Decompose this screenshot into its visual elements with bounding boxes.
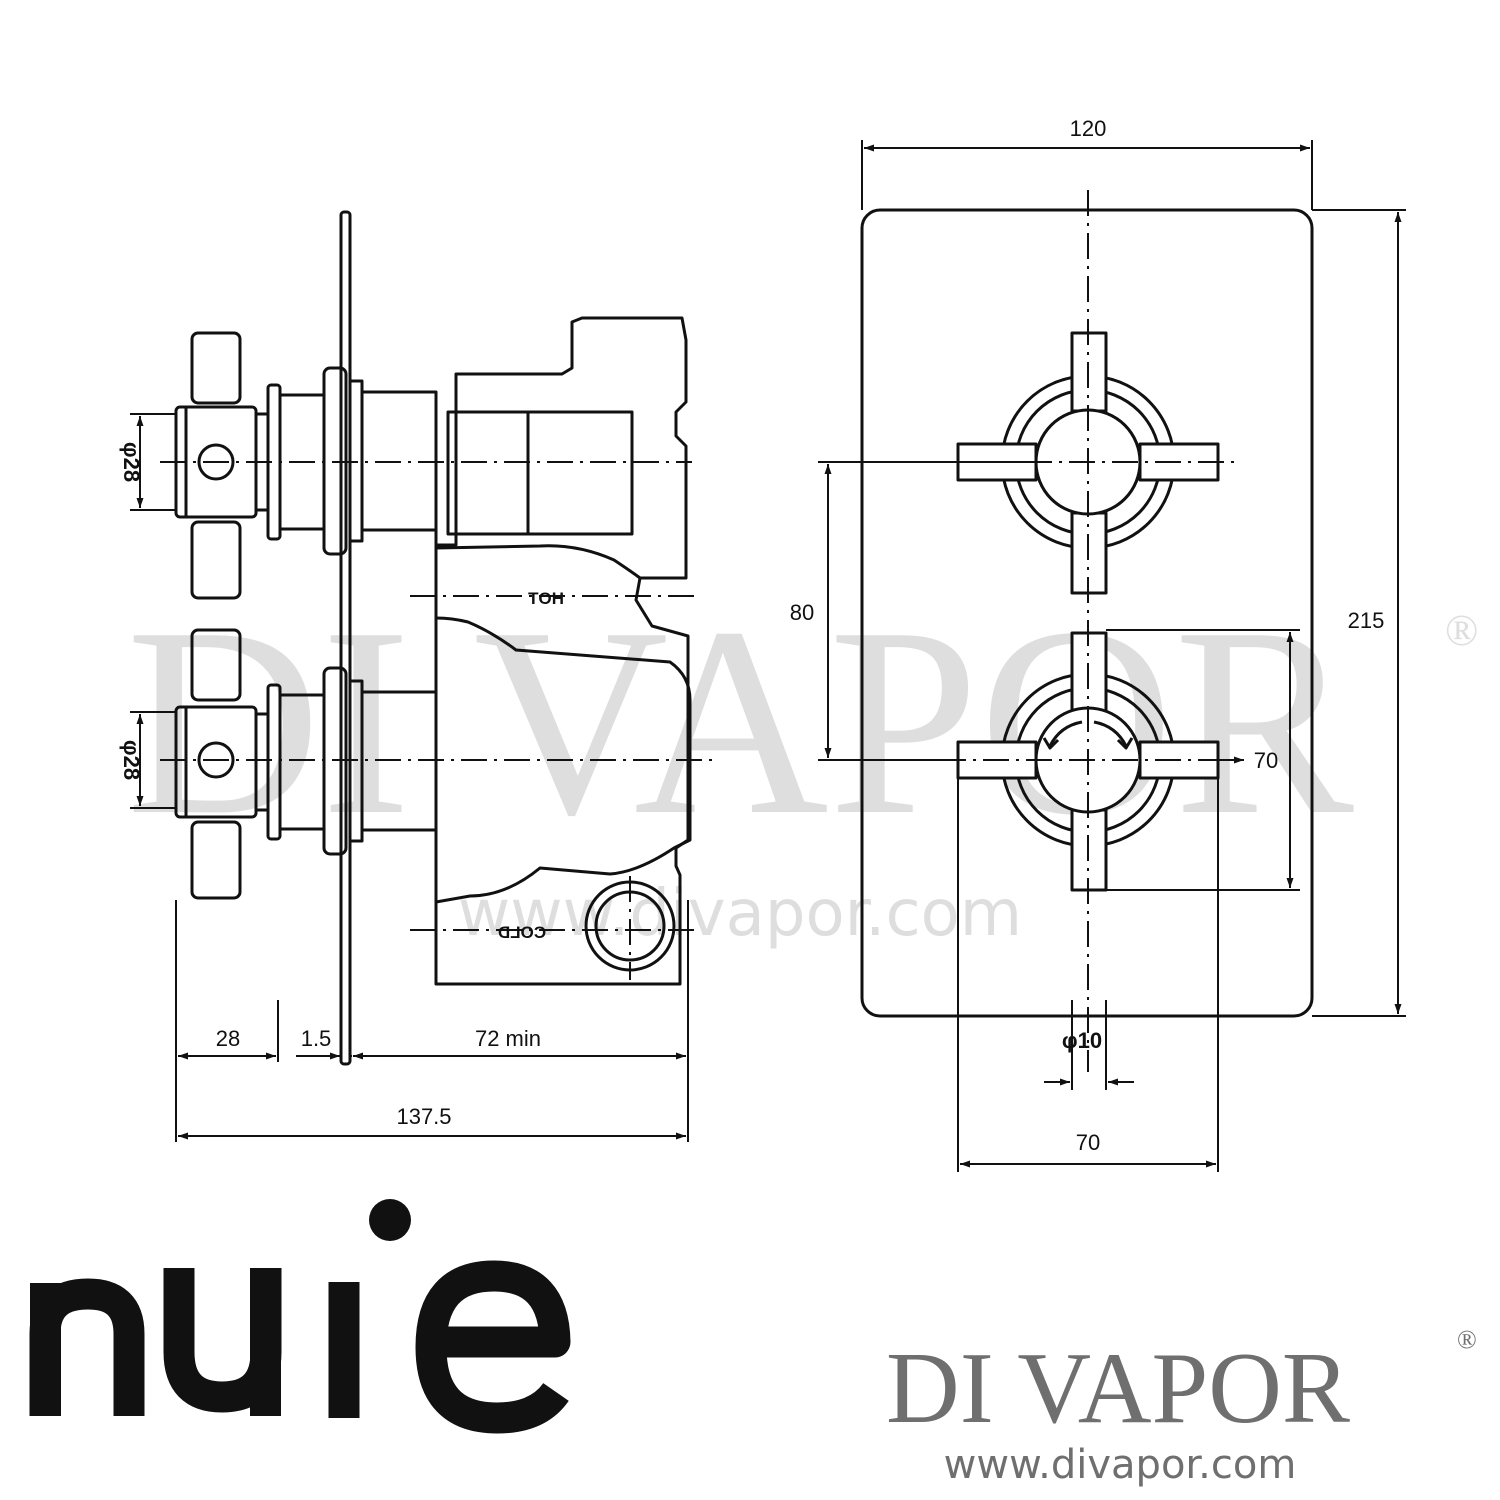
nuie-logo-dot xyxy=(369,1199,411,1241)
watermark-registered-mark: ® xyxy=(1445,606,1478,655)
nuie-logo-stem-left xyxy=(30,1283,61,1416)
divapor-logo: DI VAPOR xyxy=(886,1332,1350,1445)
valve-diverter-chamber xyxy=(435,544,641,580)
dim-plate-width: 120 xyxy=(1070,116,1107,141)
dim-plate-thickness: 1.5 xyxy=(301,1026,332,1051)
dim-handle-dia-top: φ28 xyxy=(119,442,144,482)
valve-body-outline xyxy=(434,316,690,986)
nuie-logo-text: nuie xyxy=(300,1424,302,1426)
dim-handle-span-vertical: 70 xyxy=(1254,748,1278,773)
nuie-logo xyxy=(29,1260,571,1434)
dim-handle-span-horizontal: 70 xyxy=(1076,1130,1100,1155)
side-dimensions xyxy=(130,413,689,1142)
divapor-registered-mark: ® xyxy=(1457,1325,1477,1354)
dim-handle-depth: 28 xyxy=(216,1026,240,1051)
nuie-logo-stem-u xyxy=(250,1268,281,1416)
cold-label: COLD xyxy=(498,923,546,942)
valve-cartridge-top xyxy=(446,410,634,536)
front-dimensions xyxy=(818,140,1406,1172)
hot-label: HOT xyxy=(527,589,564,608)
top-handle-side xyxy=(174,331,438,600)
watermark-website: www.divapor.com xyxy=(458,877,1022,951)
dim-body-depth: 72 min xyxy=(475,1026,541,1051)
dim-handle-spacing: 80 xyxy=(790,600,814,625)
dim-handle-dia-bottom: φ28 xyxy=(119,740,144,780)
watermark-text: DI VAPOR xyxy=(126,572,1355,871)
dim-spindle-dia: φ10 xyxy=(1062,1028,1102,1053)
dim-plate-height: 215 xyxy=(1348,608,1385,633)
wall-plate-side xyxy=(339,210,352,1066)
branding: nuie DI VAPOR ® www.divapor.com xyxy=(29,1199,1477,1488)
divapor-website: www.divapor.com xyxy=(944,1442,1297,1488)
side-view xyxy=(174,210,692,1066)
dim-overall-depth: 137.5 xyxy=(396,1104,451,1129)
valve-mixer-chamber xyxy=(435,616,692,904)
side-centre-lines xyxy=(160,461,712,980)
